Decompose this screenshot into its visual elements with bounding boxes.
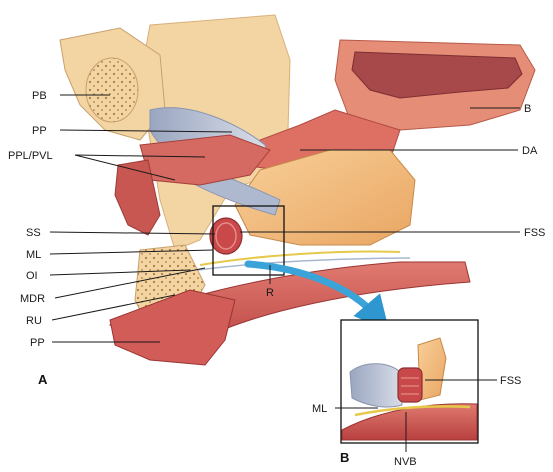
label-oi: OI <box>26 270 38 282</box>
label-ss: SS <box>26 227 41 239</box>
inset-label-ml: ML <box>312 403 327 415</box>
label-pb: PB <box>32 90 47 102</box>
panel-b-inset <box>340 319 479 444</box>
nerve-line <box>199 250 401 266</box>
inset-label-nvb: NVB <box>394 456 417 468</box>
bladder-lumen <box>351 51 523 99</box>
side-muscle <box>114 159 161 236</box>
label-b: B <box>524 103 531 115</box>
puboperinealis-lower <box>109 289 236 366</box>
label-ru: RU <box>26 315 42 327</box>
inset-ligament <box>349 363 403 408</box>
label-r: R <box>266 287 274 299</box>
sphincter-band <box>215 222 237 250</box>
panel-a-leaders <box>49 94 520 343</box>
label-ppl-pvl: PPL/PVL <box>8 150 53 162</box>
focus-box <box>212 205 285 276</box>
panel-a-illustration <box>59 14 536 366</box>
label-mdr: MDR <box>20 293 45 305</box>
inset-label-fss: FSS <box>500 375 521 387</box>
label-da: DA <box>522 145 538 157</box>
inset-nerve <box>354 405 471 417</box>
label-pp-upper: PP <box>32 125 47 137</box>
panel-a-letter: A <box>38 372 48 387</box>
zoom-arrow <box>244 260 390 332</box>
label-pp-lower: PP <box>30 337 45 349</box>
pubic-bone-marrow <box>85 57 139 123</box>
label-ml: ML <box>26 249 41 261</box>
vessel-line <box>197 257 411 271</box>
panel-b-letter: B <box>340 450 349 465</box>
panel-b-leaders <box>335 379 497 452</box>
label-fss: FSS <box>524 227 545 239</box>
inset-sphincter <box>397 367 423 403</box>
